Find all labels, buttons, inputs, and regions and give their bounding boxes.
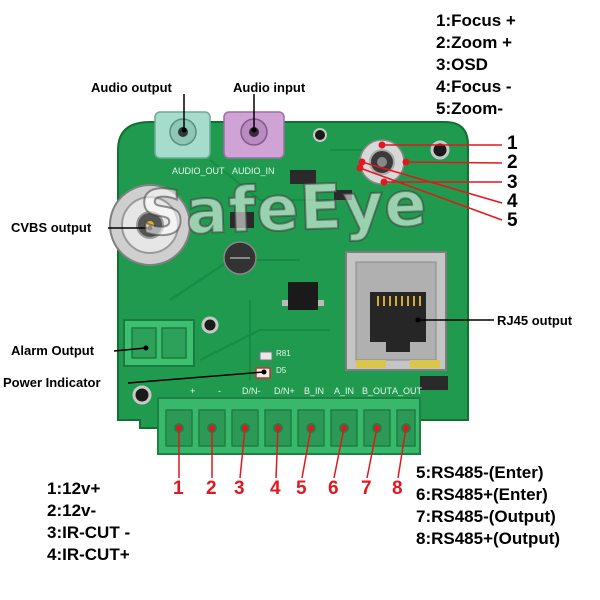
silkscreen-pin-1: + [190, 386, 196, 396]
legend-item: 3:OSD [436, 55, 488, 74]
button-number: 3 [507, 172, 518, 193]
silkscreen-pin-4: D/N+ [274, 386, 295, 396]
legend-top-right: 1:Focus + 2:Zoom + 3:OSD 4:Focus - 5:Zoo… [436, 10, 516, 120]
pin-number: 4 [270, 478, 281, 499]
pin-number: 3 [234, 478, 245, 499]
mounting-hole [430, 140, 450, 160]
legend-item: 2:Zoom + [436, 33, 513, 52]
pin-number: 8 [392, 478, 403, 499]
legend-item: 5:Zoom- [436, 99, 504, 118]
pin-number: 5 [296, 478, 307, 499]
legend-item: 5:RS485-(Enter) [416, 463, 544, 482]
label-rj45-output: RJ45 output [497, 313, 573, 328]
legend-item: 8:RS485+(Output) [416, 529, 561, 548]
pin-number: 1 [173, 478, 184, 499]
power-indicator-led [259, 351, 273, 361]
silkscreen-pin-2: - [218, 386, 221, 396]
silkscreen-pin-5: B_IN [304, 386, 325, 396]
ic-chip [288, 282, 318, 310]
silkscreen-d5: D5 [276, 366, 287, 375]
silkscreen-audio-out: AUDIO_OUT [172, 166, 225, 176]
legend-item: 6:RS485+(Enter) [416, 485, 548, 504]
silkscreen-pin-6: A_IN [334, 386, 355, 396]
pin-number: 2 [206, 478, 217, 499]
label-power-indicator: Power Indicator [3, 375, 101, 390]
button-number: 2 [507, 152, 518, 173]
legend-item: 7:RS485-(Output) [416, 507, 556, 526]
legend-item: 1:Focus + [436, 11, 516, 30]
silkscreen-pin-3: D/N- [242, 386, 261, 396]
legend-item: 4:IR-CUT+ [47, 545, 130, 564]
label-cvbs-output: CVBS output [11, 220, 92, 235]
mounting-hole [132, 385, 152, 405]
button-number: 5 [507, 210, 518, 231]
legend-bottom-right: 5:RS485-(Enter) 6:RS485+(Enter) 7:RS485-… [416, 462, 560, 550]
legend-item: 2:12v- [47, 501, 97, 520]
mounting-hole [201, 316, 219, 334]
button-number: 1 [507, 133, 518, 154]
label-audio-input: Audio input [233, 80, 306, 95]
silkscreen-pin-7: B_OUT [362, 386, 393, 396]
pin-number: 7 [361, 478, 372, 499]
legend-bottom-left: 1:12v+ 2:12v- 3:IR-CUT - 4:IR-CUT+ [47, 478, 130, 566]
label-alarm-output: Alarm Output [11, 343, 95, 358]
legend-item: 1:12v+ [47, 479, 101, 498]
mounting-hole [313, 128, 327, 142]
silkscreen-r81: R81 [276, 349, 291, 358]
watermark: SafeEye [138, 166, 430, 251]
legend-item: 4:Focus - [436, 77, 512, 96]
pin-number: 6 [328, 478, 339, 499]
legend-item: 3:IR-CUT - [47, 523, 131, 542]
button-number: 4 [507, 191, 518, 212]
silkscreen-pin-8: A_OUT [392, 386, 423, 396]
label-audio-output: Audio output [91, 80, 172, 95]
silkscreen-audio-in: AUDIO_IN [232, 166, 275, 176]
